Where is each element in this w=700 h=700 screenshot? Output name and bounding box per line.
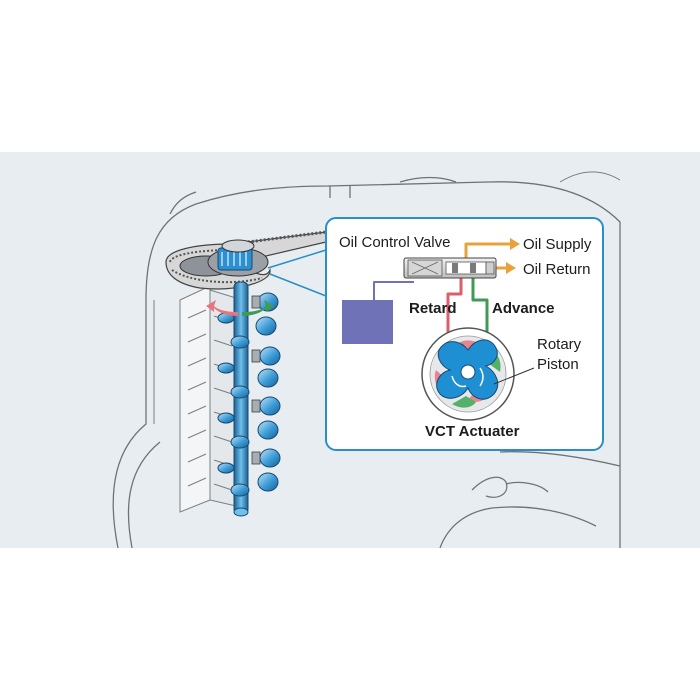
advance-arrow: [242, 300, 274, 316]
oil-supply-line: [464, 242, 510, 261]
vct-pulley: [207, 239, 269, 277]
vct-actuater-label: VCT Actuater: [425, 423, 520, 440]
ecu-wire: [373, 281, 414, 300]
callout-pointer: [267, 249, 327, 297]
rotary-piston-label-line1: Rotary: [537, 336, 582, 353]
rotary-piston-label-line2: Piston: [537, 356, 579, 373]
vct-rotor: [421, 327, 515, 421]
advance-label: Advance: [492, 300, 555, 317]
oil-control-valve-label: Oil Control Valve: [339, 234, 450, 251]
oil-supply-label: Oil Supply: [523, 236, 592, 253]
rotary-piston-pointer: [493, 367, 535, 385]
retard-arrow: [206, 300, 238, 316]
oil-return-arrowhead: [506, 262, 516, 274]
retard-label: Retard: [409, 300, 457, 317]
oil-return-label: Oil Return: [523, 261, 591, 278]
oil-control-valve: [403, 257, 497, 279]
ecu-box: [342, 300, 393, 344]
cylinder-head: [179, 285, 237, 513]
engine-illustration: [112, 171, 621, 548]
oil-supply-arrowhead: [510, 238, 520, 250]
